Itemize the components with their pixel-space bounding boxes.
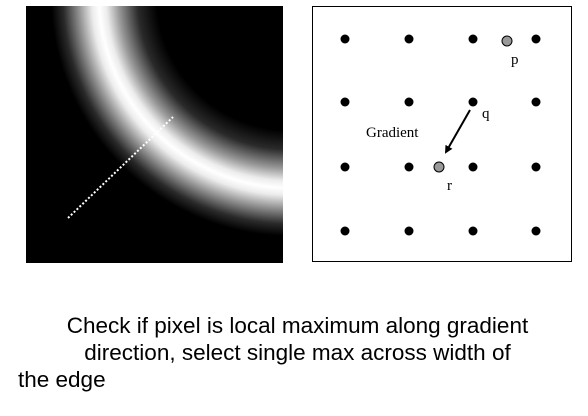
pixel-dot xyxy=(531,97,541,107)
caption: Check if pixel is local maximum along gr… xyxy=(10,312,585,393)
pixel-dot xyxy=(340,34,350,44)
pixel-dot xyxy=(340,226,350,236)
pixel-dot-q xyxy=(468,97,478,107)
pixel-dot xyxy=(531,34,541,44)
edge-image-panel xyxy=(26,6,283,263)
pixel-dot xyxy=(404,226,414,236)
pixel-dot xyxy=(468,162,478,172)
pixel-grid-panel: p q r Gradient xyxy=(312,6,572,262)
pixel-dot xyxy=(468,226,478,236)
pixel-dot xyxy=(531,162,541,172)
pixel-dot xyxy=(340,162,350,172)
caption-line-3: the edge xyxy=(18,367,106,392)
gradient-direction-line xyxy=(67,116,174,219)
pixel-dot xyxy=(404,162,414,172)
label-q: q xyxy=(482,106,490,122)
pixel-dot xyxy=(404,34,414,44)
pixel-dot xyxy=(531,226,541,236)
gradient-arrow xyxy=(445,109,471,154)
pixel-dot xyxy=(340,97,350,107)
interpolated-point-r xyxy=(433,161,445,173)
caption-line-1: Check if pixel is local maximum along gr… xyxy=(66,313,529,338)
interpolated-point-p xyxy=(501,35,513,47)
label-p: p xyxy=(511,52,519,68)
label-gradient: Gradient xyxy=(366,125,419,141)
caption-line-2: direction, select single max across widt… xyxy=(84,340,511,365)
pixel-dot xyxy=(468,34,478,44)
pixel-dot xyxy=(404,97,414,107)
grid-frame xyxy=(312,6,572,262)
label-r: r xyxy=(447,178,452,194)
